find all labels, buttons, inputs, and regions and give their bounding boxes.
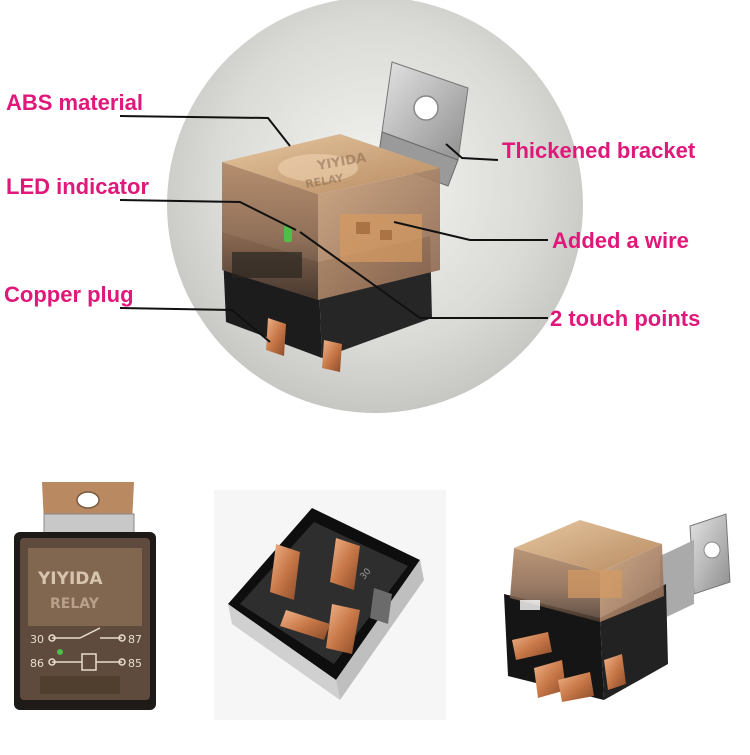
callout-led-indicator: LED indicator <box>6 174 150 199</box>
callout-copper-plug: Copper plug <box>4 282 134 307</box>
callout-touch-points: 2 touch points <box>550 306 701 331</box>
front-brand-text: YIYIDA <box>37 569 103 589</box>
pin-30: 30 <box>30 633 44 646</box>
callout-thickened-bracket: Thickened bracket <box>502 138 696 163</box>
front-model-text: RELAY <box>50 596 100 612</box>
callout-abs-material: ABS material <box>6 90 143 115</box>
relay-bottom-view: 30 <box>214 490 446 720</box>
relay-angled-view <box>504 513 731 702</box>
wiring-diagram <box>48 627 126 671</box>
pin-86: 86 <box>30 657 44 670</box>
pin-87: 87 <box>128 633 142 646</box>
callout-added-wire: Added a wire <box>552 228 689 253</box>
main-relay: YIYIDA RELAY <box>222 134 440 372</box>
pin-85: 85 <box>128 657 142 670</box>
callout-leaders <box>119 115 548 343</box>
relay-front-view: YIYIDA RELAY 30 87 86 85 <box>14 482 156 710</box>
